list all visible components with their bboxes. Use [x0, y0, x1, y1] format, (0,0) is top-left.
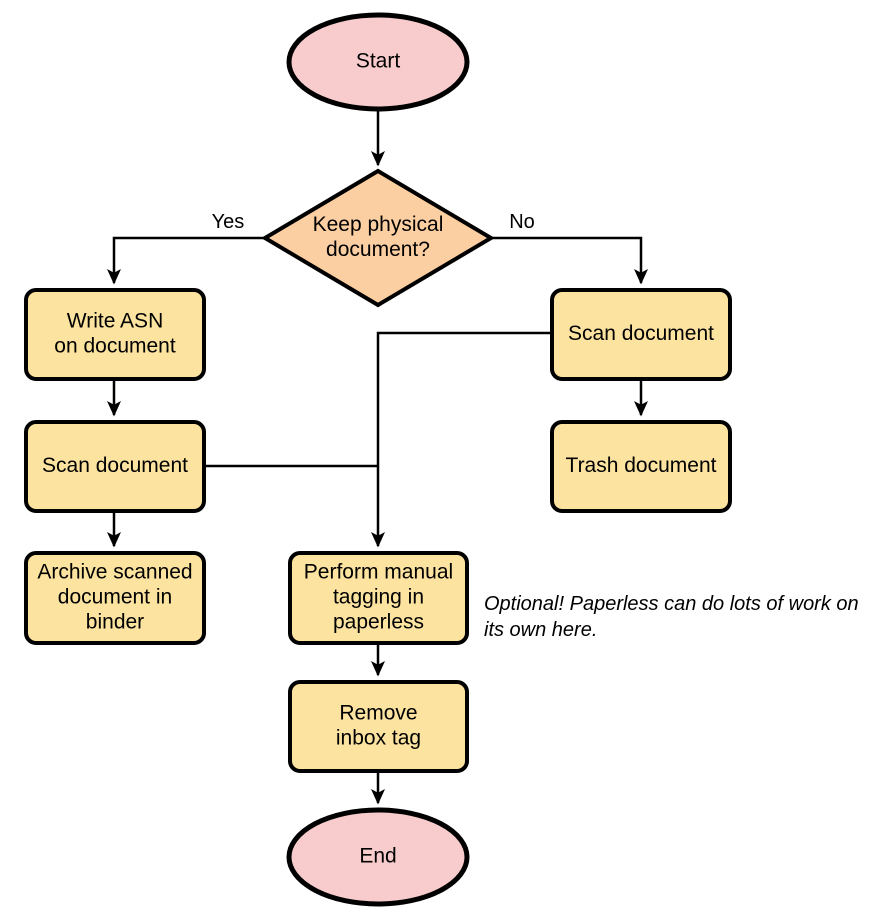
node-label: Remove [339, 702, 417, 725]
node-label: Start [356, 50, 401, 73]
node-label: paperless [333, 611, 424, 634]
node-label: document in [58, 586, 172, 609]
node-scan-document-right[interactable]: Scan document [550, 288, 732, 381]
node-label: on document [54, 335, 176, 358]
node-label: Scan document [42, 454, 188, 477]
edge-scan-right-to-manual-tagging [370, 331, 552, 548]
process-shape [24, 288, 206, 381]
node-label: binder [86, 611, 144, 634]
node-label: inbox tag [336, 727, 421, 750]
edge-line [491, 236, 648, 285]
node-label: End [359, 845, 396, 868]
node-start[interactable]: Start [286, 12, 470, 112]
annotations-layer: Optional! Paperless can do lots of work … [484, 593, 859, 641]
process-shape [288, 680, 469, 773]
edges-layer: Yes No [106, 109, 648, 805]
node-label: document? [326, 238, 430, 261]
node-scan-document-left[interactable]: Scan document [24, 420, 206, 513]
edge-decision-no-to-scan-right: No [491, 211, 648, 285]
annotation-line: Optional! Paperless can do lots of work … [484, 593, 859, 615]
edge-label-yes: Yes [212, 211, 245, 233]
node-trash-document[interactable]: Trash document [550, 420, 732, 513]
node-label: Trash document [566, 454, 717, 477]
annotation-optional-note: Optional! Paperless can do lots of work … [484, 593, 859, 641]
terminator-shape [286, 807, 470, 907]
terminator-shape [286, 12, 470, 112]
process-shape [550, 288, 732, 381]
edge-decision-yes-to-write-asn: Yes [106, 211, 265, 285]
node-label: Perform manual [304, 561, 453, 584]
node-label: Write ASN [67, 310, 163, 333]
process-shape [24, 551, 206, 645]
node-label: Archive scanned [37, 561, 192, 584]
node-label: Keep physical [313, 213, 444, 236]
node-label: tagging in [333, 586, 424, 609]
process-shape [550, 420, 732, 513]
node-end[interactable]: End [286, 807, 470, 907]
process-shape [24, 420, 206, 513]
edge-label-no: No [509, 211, 535, 233]
edge-line [370, 331, 552, 548]
decision-shape [261, 168, 495, 308]
edge-line [106, 236, 265, 285]
annotation-line: its own here. [484, 619, 597, 641]
process-shape [288, 551, 469, 645]
node-label: Scan document [568, 322, 714, 345]
